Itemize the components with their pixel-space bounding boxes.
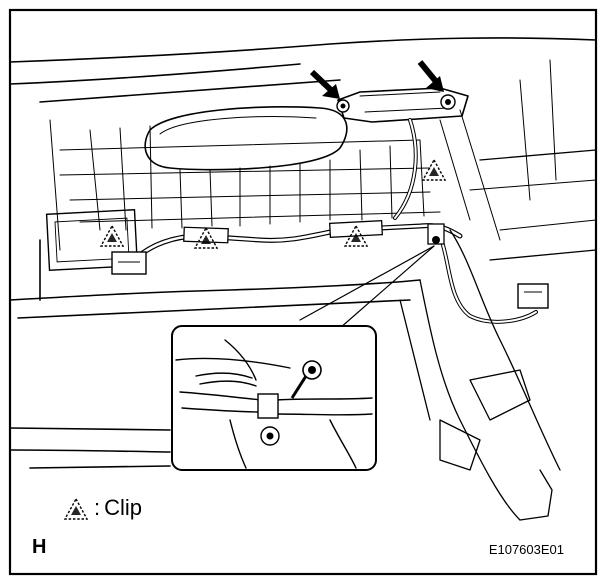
- right-connector: [517, 283, 549, 309]
- left-vent-opening: [45, 208, 139, 272]
- legend-label: Clip: [104, 495, 143, 520]
- left-connector: [111, 251, 147, 275]
- clip-marker-4: [422, 159, 446, 181]
- legend: : Clip: [62, 495, 142, 521]
- detail-inset: [171, 325, 377, 471]
- legend-separator: :: [94, 495, 101, 520]
- airbag-bracket: [336, 87, 469, 123]
- arrow-left: [309, 69, 340, 99]
- harness-sleeves: [111, 219, 549, 309]
- callout-leader: [299, 245, 435, 329]
- airbag-door-outline: [144, 106, 348, 171]
- airbag-door-inner: [159, 116, 317, 135]
- clip-marker-1: [100, 225, 124, 247]
- arrow-right: [417, 60, 444, 92]
- corner-letter: H: [32, 536, 47, 558]
- inset-clamp-band: [257, 393, 279, 419]
- panel-rib-lattice: [49, 59, 597, 251]
- instrument-panel-outline: [9, 37, 597, 469]
- inset-bolt: [290, 360, 322, 399]
- figure-border: [8, 8, 598, 576]
- figure-code: E107603E01: [488, 542, 564, 557]
- right-support-structure: [399, 149, 597, 521]
